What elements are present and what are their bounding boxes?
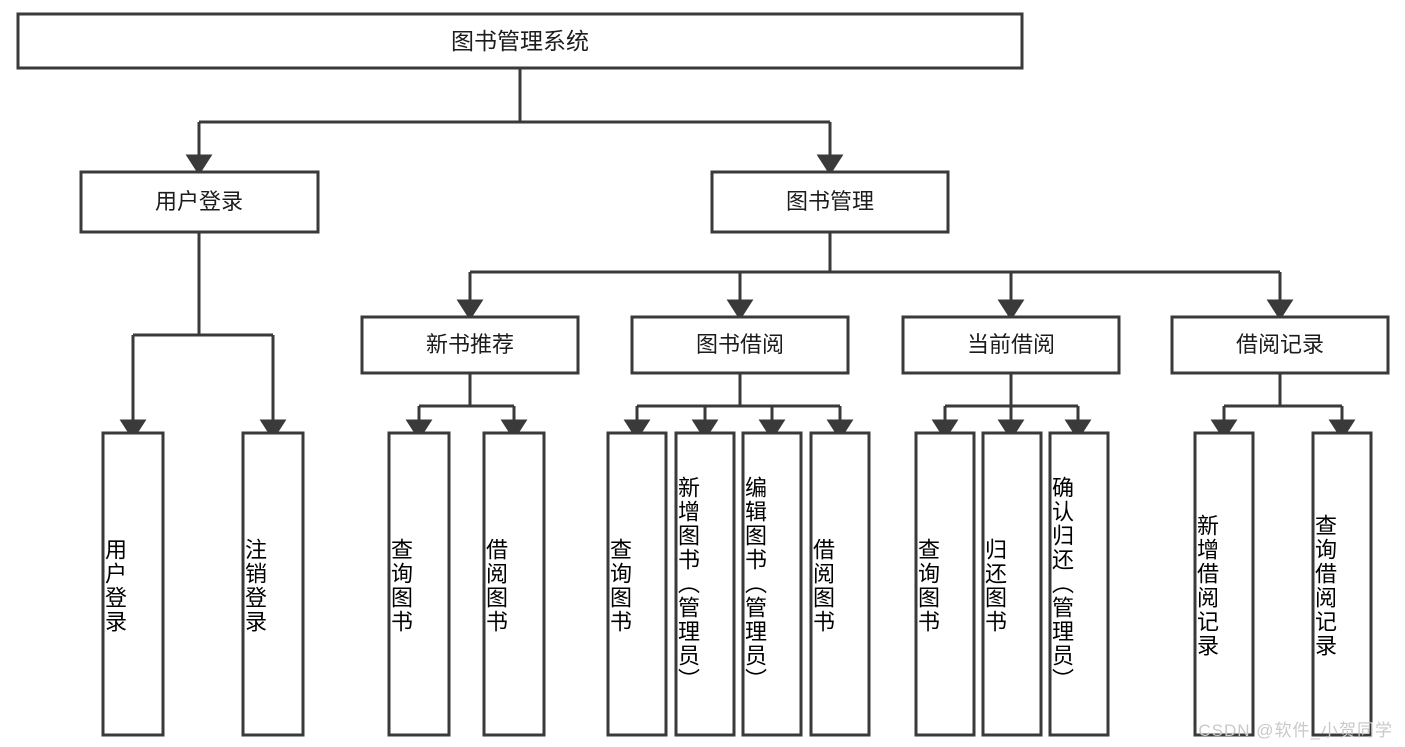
node-new-book-recommend-label: 新书推荐 — [426, 332, 514, 357]
node-root-box[interactable] — [16, 12, 1024, 70]
leaf-book-borrow-1-box[interactable] — [606, 431, 668, 737]
leaf-current-borrow-3-box[interactable] — [1048, 431, 1110, 737]
node-book-management-label: 图书管理 — [786, 189, 874, 214]
leaf-current-borrow-1-label-wrap: 查询图书 — [915, 443, 974, 728]
edge-group-book-mgmt — [456, 232, 1294, 321]
edge-group-user-login — [119, 232, 287, 441]
leaf-new-book-1-label-wrap: 查询图书 — [388, 443, 449, 728]
node-root[interactable]: 图书管理系统 — [16, 12, 1024, 70]
edge-group-new-book — [405, 373, 528, 441]
edge-group-borrow — [623, 373, 854, 441]
leaf-book-borrow-4-box[interactable] — [809, 431, 871, 737]
node-book-management[interactable]: 图书管理 — [710, 170, 950, 234]
node-borrow-record[interactable]: 借阅记录 — [1170, 315, 1390, 375]
leaf-book-borrow-1-label-wrap: 查询图书 — [607, 443, 666, 728]
leaf-new-book-2[interactable]: 借阅图书 — [482, 431, 546, 737]
edge-group-record — [1210, 373, 1356, 441]
leaf-current-borrow-1-box[interactable] — [914, 431, 976, 737]
node-book-management-box[interactable] — [710, 170, 950, 234]
leaf-user-login-1-label: 用户登录 — [102, 537, 127, 634]
node-book-borrow-box[interactable] — [630, 315, 850, 375]
leaf-new-book-1-box[interactable] — [387, 431, 451, 737]
leaf-user-login-1-label-wrap: 用户登录 — [102, 443, 163, 728]
leaf-borrow-record-2-box[interactable] — [1311, 431, 1373, 737]
leaf-book-borrow-1[interactable]: 查询图书 — [606, 431, 668, 737]
leaf-book-borrow-1-label: 查询图书 — [607, 537, 632, 634]
leaf-book-borrow-4-label: 借阅图书 — [810, 537, 835, 634]
leaf-user-login-2-box[interactable] — [241, 431, 305, 737]
leaf-current-borrow-2[interactable]: 归还图书 — [981, 431, 1043, 737]
leaf-borrow-record-1-box[interactable] — [1193, 431, 1255, 737]
leaf-book-borrow-3-box[interactable] — [741, 431, 803, 737]
node-borrow-record-box[interactable] — [1170, 315, 1390, 375]
leaf-user-login-2-label-wrap: 注销登录 — [242, 443, 303, 728]
leaf-book-borrow-2[interactable]: 新增图书（管理员） — [674, 431, 736, 737]
leaf-book-borrow-3-label-wrap: 编辑图书（管理员） — [742, 438, 801, 730]
node-book-borrow-label: 图书借阅 — [696, 332, 784, 357]
leaf-current-borrow-2-label: 归还图书 — [982, 537, 1007, 634]
leaf-book-borrow-2-label: 新增图书（管理员） — [675, 476, 700, 692]
node-current-borrow[interactable]: 当前借阅 — [901, 315, 1121, 375]
leaf-book-borrow-4-label-wrap: 借阅图书 — [810, 443, 869, 728]
leaf-current-borrow-2-label-wrap: 归还图书 — [982, 443, 1041, 728]
node-new-book-recommend[interactable]: 新书推荐 — [360, 315, 580, 375]
leaf-book-borrow-2-box[interactable] — [674, 431, 736, 737]
leaf-borrow-record-2[interactable]: 查询借阅记录 — [1311, 431, 1373, 737]
leaf-user-login-2[interactable]: 注销登录 — [241, 431, 305, 737]
node-user-login-label: 用户登录 — [155, 189, 243, 214]
node-current-borrow-box[interactable] — [901, 315, 1121, 375]
leaf-borrow-record-1[interactable]: 新增借阅记录 — [1193, 431, 1255, 737]
node-borrow-record-label: 借阅记录 — [1236, 332, 1324, 357]
node-user-login[interactable]: 用户登录 — [79, 170, 320, 234]
watermark-text: CSDN @软件_小贺同学 — [1198, 721, 1393, 740]
leaf-book-borrow-4[interactable]: 借阅图书 — [809, 431, 871, 737]
leaf-borrow-record-1-label: 新增借阅记录 — [1194, 513, 1219, 658]
leaf-current-borrow-2-box[interactable] — [981, 431, 1043, 737]
leaf-book-borrow-3-label: 编辑图书（管理员） — [742, 476, 767, 692]
node-root-label: 图书管理系统 — [451, 28, 589, 54]
leaf-new-book-2-label-wrap: 借阅图书 — [483, 443, 544, 728]
leaf-current-borrow-1-label: 查询图书 — [915, 537, 940, 634]
leaf-current-borrow-3-label-wrap: 确认归还（管理员） — [1049, 438, 1108, 730]
leaf-user-login-1[interactable]: 用户登录 — [101, 431, 165, 737]
leaf-new-book-1[interactable]: 查询图书 — [387, 431, 451, 737]
leaf-new-book-1-label: 查询图书 — [388, 537, 413, 634]
leaf-current-borrow-1[interactable]: 查询图书 — [914, 431, 976, 737]
node-user-login-box[interactable] — [79, 170, 320, 234]
leaf-borrow-record-1-label-wrap: 新增借阅记录 — [1194, 443, 1253, 728]
leaf-user-login-1-box[interactable] — [101, 431, 165, 737]
node-book-borrow[interactable]: 图书借阅 — [630, 315, 850, 375]
node-new-book-recommend-box[interactable] — [360, 315, 580, 375]
leaf-new-book-2-label: 借阅图书 — [483, 537, 508, 634]
leaf-book-borrow-3[interactable]: 编辑图书（管理员） — [741, 431, 803, 737]
leaf-borrow-record-2-label: 查询借阅记录 — [1312, 513, 1337, 658]
leaf-user-login-2-label: 注销登录 — [242, 537, 267, 634]
leaf-borrow-record-2-label-wrap: 查询借阅记录 — [1312, 443, 1371, 728]
leaf-book-borrow-2-label-wrap: 新增图书（管理员） — [675, 438, 734, 730]
leaf-current-borrow-3[interactable]: 确认归还（管理员） — [1048, 431, 1110, 737]
edge-group-root — [185, 68, 844, 176]
leaf-new-book-2-box[interactable] — [482, 431, 546, 737]
leaf-current-borrow-3-label: 确认归还（管理员） — [1049, 476, 1074, 692]
edge-group-current — [931, 373, 1092, 441]
node-current-borrow-label: 当前借阅 — [967, 332, 1055, 357]
